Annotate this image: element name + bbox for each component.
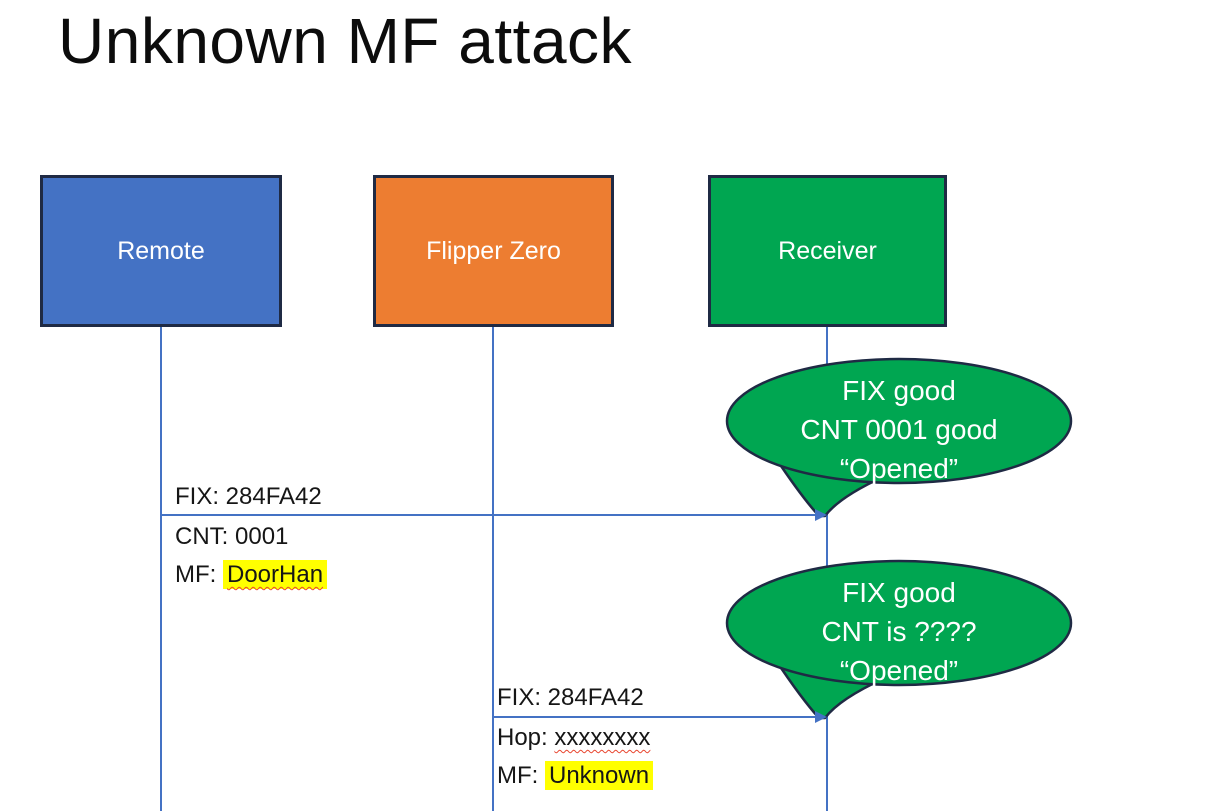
bubble-text: FIX good CNT is ???? “Opened” (723, 573, 1075, 690)
message1-mf-label: MF: DoorHan (175, 560, 328, 589)
lifeline-remote (160, 327, 162, 811)
arrowhead-icon (815, 711, 827, 723)
speech-bubble-receiver-1: FIX good CNT 0001 good “Opened” (723, 357, 1075, 519)
message-arrow-remote-to-receiver (160, 509, 827, 521)
bubble-line: CNT 0001 good (800, 414, 998, 445)
lifeline-flipper-zero (492, 327, 494, 811)
bubble-line: FIX good (842, 577, 956, 608)
message-arrow-flipper-to-receiver (492, 711, 827, 723)
bubble-line: FIX good (842, 375, 956, 406)
bubble-ellipse (725, 357, 1073, 485)
speech-bubble-shape (725, 559, 1073, 720)
hop-prefix: Hop: (497, 724, 555, 751)
slide-title: Unknown MF attack (58, 5, 633, 77)
bubble-ellipse (725, 559, 1073, 687)
speech-bubble-receiver-2: FIX good CNT is ???? “Opened” (723, 559, 1075, 721)
actor-box-receiver: Receiver (708, 175, 947, 327)
message1-cnt-label: CNT: 0001 (175, 523, 289, 550)
hop-value-squiggled: xxxxxxxx (554, 724, 651, 751)
mf-prefix: MF: (175, 561, 223, 588)
speech-bubble-shape (725, 357, 1073, 518)
message2-mf-label: MF: Unknown (497, 761, 654, 790)
actor-label-receiver: Receiver (778, 236, 877, 265)
arrow-shaft (160, 514, 816, 516)
bubble-line: CNT is ???? (821, 616, 977, 647)
bubble-line: “Opened” (839, 453, 959, 484)
arrow-shaft (492, 716, 816, 718)
mf-value-highlighted: DoorHan (223, 560, 328, 589)
mf-prefix: MF: (497, 762, 545, 789)
bubble-text: FIX good CNT 0001 good “Opened” (723, 371, 1075, 488)
arrowhead-icon (815, 509, 827, 521)
actor-label-flipper-zero: Flipper Zero (426, 236, 561, 265)
mf-value-highlighted: Unknown (545, 761, 654, 790)
message2-hop-label: Hop: xxxxxxxx (497, 724, 650, 752)
actor-box-remote: Remote (40, 175, 282, 327)
actor-label-remote: Remote (117, 236, 205, 265)
message2-fix-label: FIX: 284FA42 (497, 684, 644, 711)
bubble-line: “Opened” (839, 655, 959, 686)
actor-box-flipper-zero: Flipper Zero (373, 175, 614, 327)
message1-fix-label: FIX: 284FA42 (175, 483, 322, 510)
